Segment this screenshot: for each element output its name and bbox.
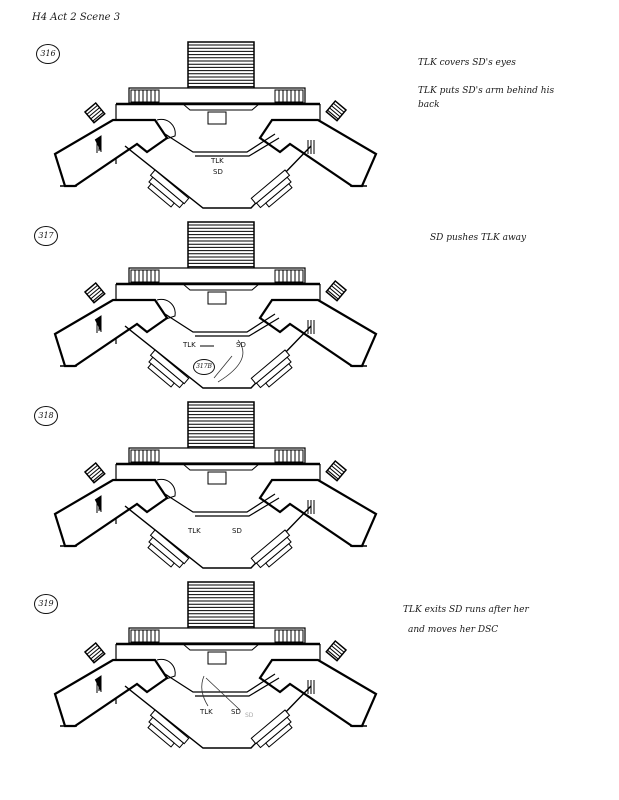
stage-diagram-316 xyxy=(53,40,378,214)
cue-317-note-1: SD pushes TLK away xyxy=(430,233,527,243)
cue-number-319: 319 xyxy=(34,594,58,614)
sd-ghost-label: SD xyxy=(245,712,254,719)
tlk-label: TLK xyxy=(211,157,224,165)
cue-316-note-3: back xyxy=(418,100,440,110)
arrow-sd-curve xyxy=(217,339,244,383)
tlk-label: TLK xyxy=(200,708,213,716)
stage-diagram-319 xyxy=(53,580,378,754)
cue-316-note-2: TLK puts SD's arm behind his xyxy=(418,86,555,96)
cue-number-317: 317 xyxy=(34,226,58,246)
stage-diagram-317 xyxy=(53,220,378,394)
sd-label: SD xyxy=(231,708,241,716)
sd-label: SD xyxy=(232,527,242,535)
stage-diagram-318 xyxy=(53,400,378,574)
sd-label: SD xyxy=(236,341,246,349)
arrow-double xyxy=(213,355,233,379)
cue-319-note-2: and moves her DSC xyxy=(408,625,499,635)
cue-316-note-1: TLK covers SD's eyes xyxy=(418,58,516,68)
arrow-exit xyxy=(201,675,241,711)
page-title: H4 Act 2 Scene 3 xyxy=(32,12,121,23)
cue-number-318: 318 xyxy=(34,406,58,426)
tlk-label: TLK xyxy=(188,527,201,535)
cue-number-316: 316 xyxy=(36,44,60,64)
sd-label: SD xyxy=(213,168,223,176)
tlk-label: TLK xyxy=(183,341,196,349)
sub-cue-317b: 317B xyxy=(193,359,215,375)
cue-319-note-1: TLK exits SD runs after her xyxy=(403,605,529,615)
